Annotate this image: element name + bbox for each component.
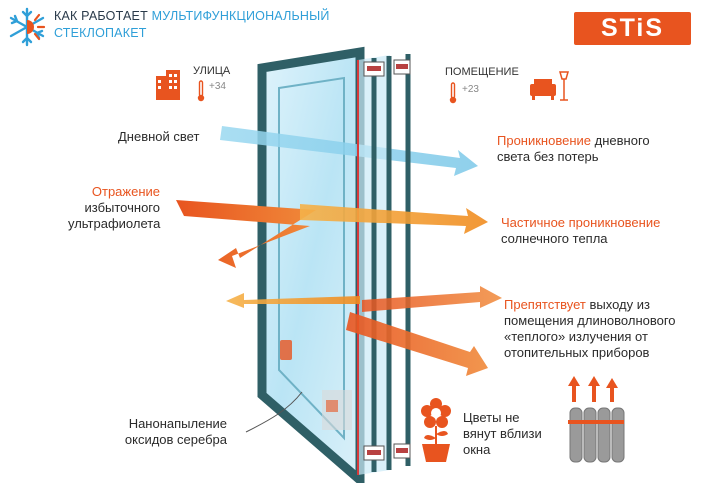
snowflake-sun-icon	[6, 6, 48, 48]
inside-temp: +23	[462, 84, 479, 95]
uv-reflection-line3: ультрафиолета	[68, 216, 161, 231]
daylight-arrow	[220, 126, 478, 176]
radiator-icon	[566, 374, 626, 466]
outside-temp: +34	[209, 81, 226, 92]
thermometer-outside-icon	[196, 80, 206, 102]
uv-reflection-line2: избыточного	[84, 200, 161, 215]
longwave-block-arrow	[362, 286, 502, 312]
coating-marker	[280, 340, 338, 412]
partial-heat-accent: Частичное проникновение	[501, 215, 661, 230]
outside-label: УЛИЦА	[193, 65, 231, 77]
flowers-line1: Цветы не	[463, 410, 520, 425]
coating-label: Нанонапыление оксидов серебра	[115, 416, 227, 448]
flower-pot-icon	[416, 396, 456, 464]
middle-glass-pane	[357, 54, 411, 475]
prevents-line4: отопительных приборов	[504, 345, 650, 360]
flowers-label: Цветы не вянут вблизи окна	[463, 410, 542, 458]
longwave-return-arrow	[226, 293, 360, 308]
uv-reflection-accent: Отражение	[91, 184, 160, 199]
sofa-lamp-icon	[528, 70, 570, 102]
heat-penetration-arrow	[300, 204, 488, 234]
coating-line1: Нанонапыление	[128, 416, 227, 431]
partial-heat-label: Частичное проникновение солнечного тепла	[501, 215, 660, 247]
outer-glass-pane	[257, 46, 365, 483]
flowers-line2: вянут вблизи	[463, 426, 542, 441]
brand-logo: STiS	[574, 12, 691, 45]
thermometer-inside-icon	[448, 82, 458, 104]
partial-heat-line2: солнечного тепла	[501, 231, 608, 246]
prevents-accent: Препятствует	[504, 297, 586, 312]
spacer-top	[363, 59, 411, 77]
coating-leader-line	[245, 391, 303, 433]
prevents-label: Препятствует выходу из помещения длиново…	[504, 297, 676, 361]
penetration-accent: Проникновение	[497, 133, 592, 148]
prevents-line2: помещения длиноволнового	[504, 313, 676, 328]
penetration-label: Проникновение дневного света без потерь	[497, 133, 650, 165]
flowers-line3: окна	[463, 442, 491, 457]
prevents-rest: выходу из	[589, 297, 650, 312]
page-title: КАК РАБОТАЕТ МУЛЬТИФУНКЦИОНАЛЬНЫЙ СТЕКЛО…	[54, 8, 330, 42]
uv-reflection-arrow	[176, 200, 316, 268]
building-icon	[154, 68, 182, 100]
title-line2-accent: СТЕКЛОПАКЕТ	[54, 26, 147, 40]
radiator-heat-arrow	[346, 312, 488, 376]
title-line1-accent: МУЛЬТИФУНКЦИОНАЛЬНЫЙ	[151, 9, 330, 23]
daylight-label: Дневной свет	[118, 129, 200, 144]
inside-label: ПОМЕЩЕНИЕ	[445, 66, 519, 78]
coating-line2: оксидов серебра	[124, 432, 227, 447]
penetration-rest: дневного	[594, 133, 650, 148]
prevents-line3: «теплого» излучения от	[504, 329, 648, 344]
title-line1-plain: КАК РАБОТАЕТ	[54, 9, 148, 23]
penetration-line2: света без потерь	[497, 149, 599, 164]
uv-reflection-label: Отражение избыточного ультрафиолета	[68, 184, 160, 232]
